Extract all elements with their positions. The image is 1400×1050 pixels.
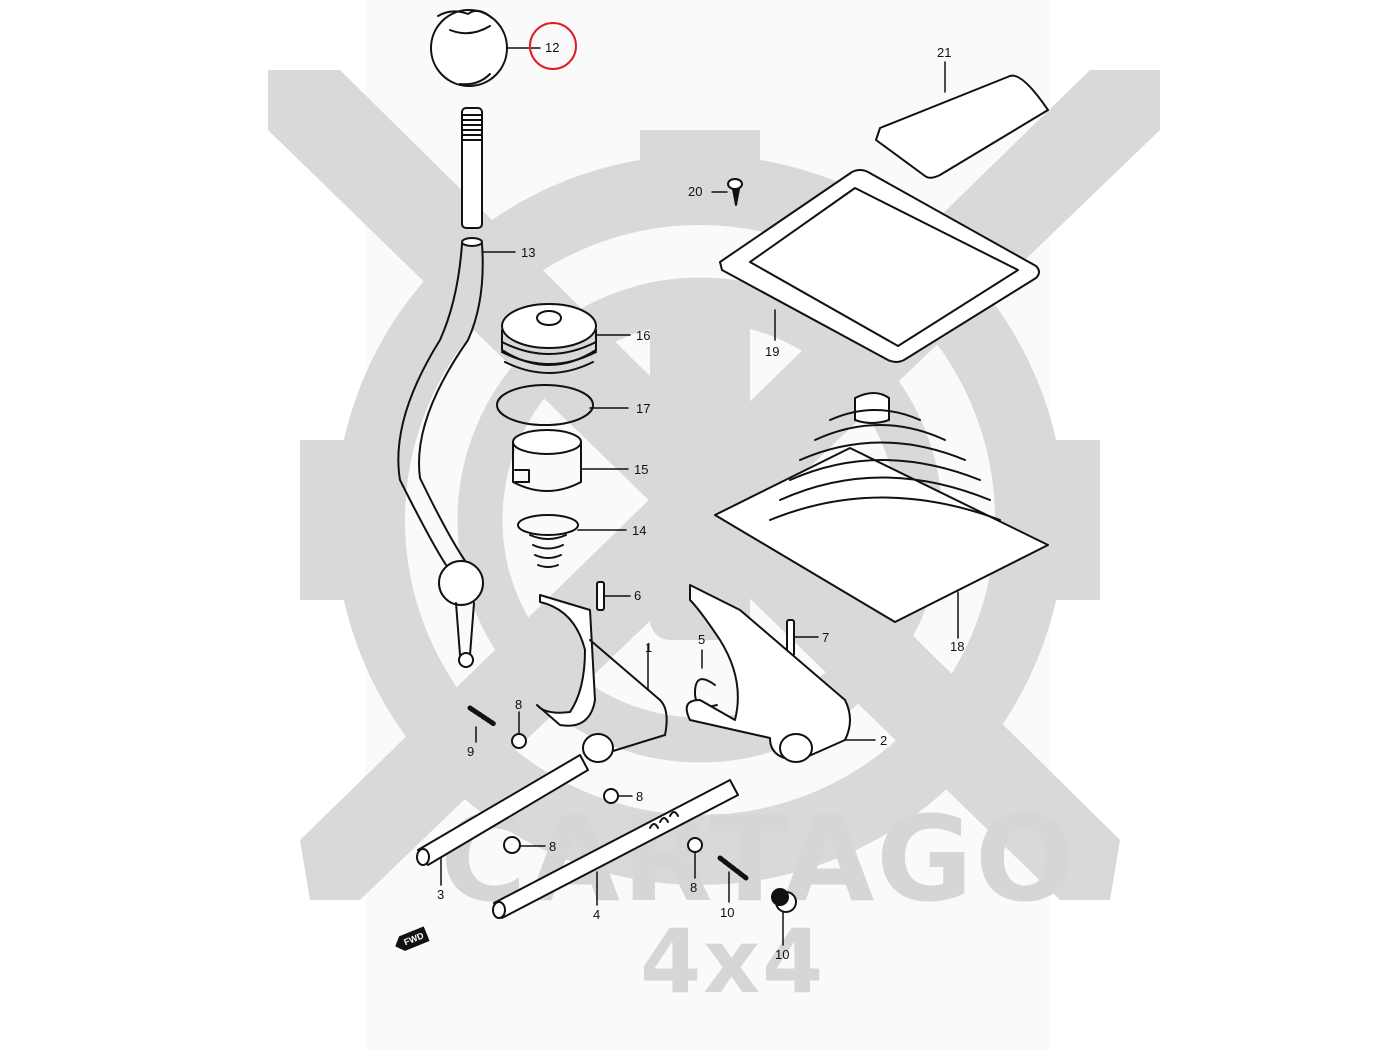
part-19-plate (719, 169, 1040, 363)
part-6-pin (596, 581, 631, 611)
label-part-2[interactable]: 2 (880, 733, 888, 748)
watermark-brand: CARTAGO (440, 790, 1078, 928)
part-14-spring (517, 514, 627, 568)
label-part-18[interactable]: 18 (950, 639, 965, 654)
part-18-boot (714, 392, 1049, 639)
watermark-sub: 4x4 (640, 910, 826, 1013)
part-3-shaft (416, 754, 589, 886)
part-21-plate (875, 61, 1049, 179)
label-part-17[interactable]: 17 (636, 401, 651, 416)
label-part-14[interactable]: 14 (632, 523, 647, 538)
label-part-20[interactable]: 20 (688, 184, 703, 199)
part-17-circlip (496, 384, 629, 426)
label-part-11[interactable]: 10 (775, 947, 790, 962)
part-4-shaft (492, 779, 739, 919)
label-part-8-left[interactable]: 8 (515, 697, 523, 712)
label-part-7[interactable]: 7 (822, 630, 830, 645)
label-part-12[interactable]: 12 (545, 40, 560, 55)
label-part-1[interactable]: 1 (645, 640, 653, 655)
label-part-5[interactable]: 5 (698, 632, 706, 647)
label-part-4[interactable]: 4 (593, 907, 601, 922)
label-part-13[interactable]: 13 (521, 245, 536, 260)
label-part-10-left[interactable]: 9 (467, 744, 475, 759)
highlight-circle-part-12[interactable] (529, 22, 577, 70)
part-5-ering (694, 649, 718, 708)
label-part-15[interactable]: 15 (634, 462, 649, 477)
part-13-lever (397, 237, 516, 668)
part-10-spring-left (467, 705, 497, 727)
part-1-fork (536, 594, 668, 763)
part-16-boot (501, 303, 631, 374)
label-part-8-right[interactable]: 8 (690, 880, 698, 895)
part-7-pin (786, 619, 819, 657)
label-part-10-right[interactable]: 10 (720, 905, 735, 920)
label-part-21[interactable]: 21 (937, 45, 952, 60)
part-11-plug (771, 888, 797, 946)
part-15-seat (512, 429, 629, 492)
label-part-3[interactable]: 3 (437, 887, 445, 902)
part-20-screw (711, 178, 743, 206)
label-part-19[interactable]: 19 (765, 344, 780, 359)
part-13-upper-rod (461, 107, 483, 229)
part-12-knob (430, 9, 541, 87)
label-part-16[interactable]: 16 (636, 328, 651, 343)
label-part-9[interactable]: 8 (549, 839, 557, 854)
part-2-fork (685, 584, 876, 763)
part-10-spring-right (717, 855, 749, 881)
label-part-6[interactable]: 6 (634, 588, 642, 603)
label-part-8-center[interactable]: 8 (636, 789, 644, 804)
